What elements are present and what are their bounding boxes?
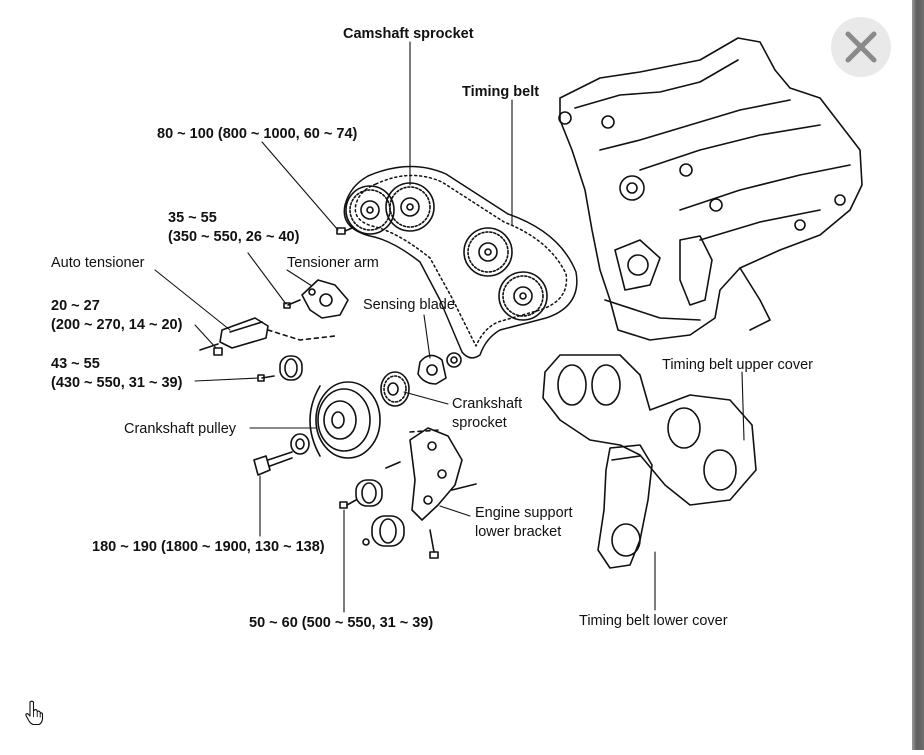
label-tensioner-arm: Tensioner arm — [287, 255, 379, 271]
label-torque-arm-2: (350 ~ 550, 26 ~ 40) — [168, 229, 300, 245]
label-torque-arm-1: 35 ~ 55 — [168, 210, 217, 226]
window-edge — [912, 0, 924, 750]
crankshaft-sprocket — [380, 371, 410, 407]
label-crankshaft-sprocket-1: Crankshaft — [452, 396, 522, 412]
cam-bolt — [336, 227, 353, 235]
hand-pointer-icon — [24, 700, 44, 726]
lower-idler-2 — [371, 515, 405, 547]
label-torque-tens-1: 20 ~ 27 — [51, 298, 100, 314]
label-torque-idler-1: 43 ~ 55 — [51, 356, 100, 372]
idler-pulley — [257, 355, 303, 382]
auto-tensioner — [199, 317, 336, 356]
crank-washer — [290, 433, 310, 455]
label-auto-tensioner: Auto tensioner — [51, 255, 145, 271]
label-sensing-blade: Sensing blade — [363, 297, 455, 313]
engine-block — [558, 37, 863, 341]
engine-support-bracket — [385, 427, 477, 559]
label-torque-bracket-bolt: 50 ~ 60 (500 ~ 550, 31 ~ 39) — [249, 615, 433, 631]
lower-cover — [597, 444, 653, 569]
close-icon — [845, 31, 877, 63]
leader-lines — [154, 41, 745, 613]
label-torque-crank-bolt: 180 ~ 190 (1800 ~ 1900, 130 ~ 138) — [92, 539, 325, 555]
label-engine-support-1: Engine support — [475, 505, 573, 521]
crank-bolt — [253, 451, 293, 476]
tensioner-arm — [283, 279, 349, 319]
upper-cover — [542, 354, 757, 506]
sensing-blade — [417, 352, 462, 385]
timing-belt — [343, 165, 578, 359]
label-camshaft-sprocket: Camshaft sprocket — [343, 26, 474, 42]
label-crankshaft-sprocket-2: sprocket — [452, 415, 507, 431]
bracket-bolt — [339, 499, 370, 546]
camshaft-sprocket-rear-2 — [498, 271, 548, 321]
crankshaft-pulley — [309, 381, 381, 459]
camshaft-sprocket-right — [385, 182, 435, 232]
label-torque-cam-bolt: 80 ~ 100 (800 ~ 1000, 60 ~ 74) — [157, 126, 358, 142]
label-timing-belt: Timing belt — [462, 84, 539, 100]
camshaft-sprocket-rear-1 — [463, 227, 513, 277]
lower-idler-1 — [355, 479, 383, 507]
label-upper-cover: Timing belt upper cover — [662, 357, 813, 373]
label-torque-idler-2: (430 ~ 550, 31 ~ 39) — [51, 375, 183, 391]
label-crankshaft-pulley: Crankshaft pulley — [124, 421, 237, 437]
label-lower-cover: Timing belt lower cover — [579, 613, 728, 629]
label-torque-tens-2: (200 ~ 270, 14 ~ 20) — [51, 317, 183, 333]
close-button[interactable] — [831, 17, 891, 77]
label-engine-support-2: lower bracket — [475, 524, 561, 540]
